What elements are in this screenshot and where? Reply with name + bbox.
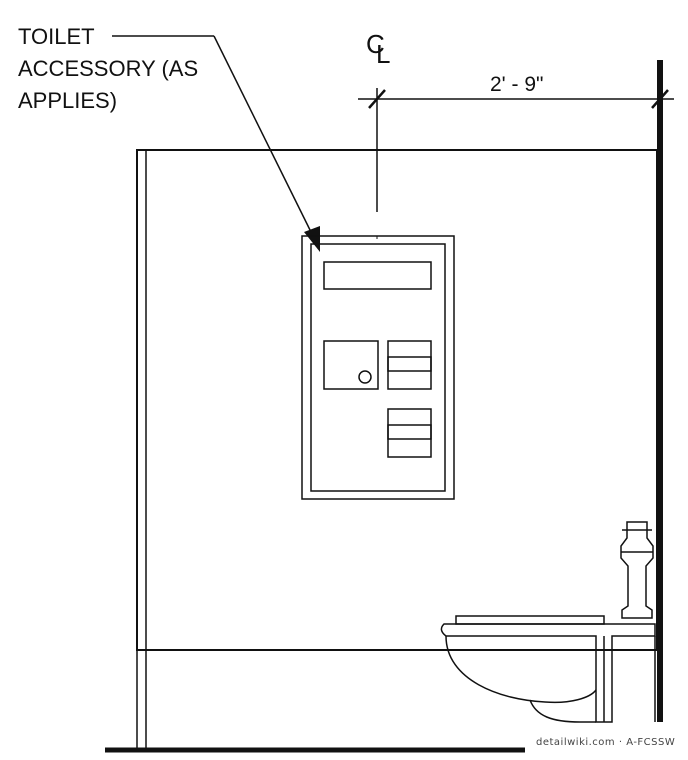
callout-line-1: TOILET	[18, 24, 95, 49]
toilet-accessory-unit	[301, 235, 455, 500]
toilet-seat	[455, 615, 605, 625]
dimension-2ft-9in: 2' - 9"	[358, 73, 674, 109]
seat-cover-dispenser-slot	[323, 261, 432, 290]
flush-valve	[620, 521, 654, 619]
dimension-label: 2' - 9"	[490, 73, 543, 96]
toilet-accessory-callout: TOILET ACCESSORY (AS APPLIES)	[18, 24, 320, 252]
callout-line-3: APPLIES)	[18, 88, 117, 113]
centerline-letter: C	[366, 29, 385, 59]
toilet-bowl	[445, 635, 597, 704]
receptacle-lock-icon	[358, 370, 372, 384]
toilet-bowl-rim	[440, 623, 656, 723]
toilet-tissue-dispenser-lower	[387, 408, 432, 458]
callout-arrowhead	[304, 226, 320, 252]
centerline-symbol: C L	[366, 29, 390, 69]
dimension-tick-right	[651, 89, 669, 109]
partition-panel	[136, 149, 658, 748]
dimension-tick-left	[368, 89, 386, 109]
callout-line-2: ACCESSORY (AS	[18, 56, 198, 81]
water-closet	[440, 615, 656, 723]
centerline-subscript: L	[376, 39, 390, 69]
waste-receptacle-door	[323, 340, 379, 390]
source-credit: detailwiki.com · A-FCSSW	[536, 737, 675, 748]
toilet-tissue-dispenser-upper	[387, 340, 432, 390]
